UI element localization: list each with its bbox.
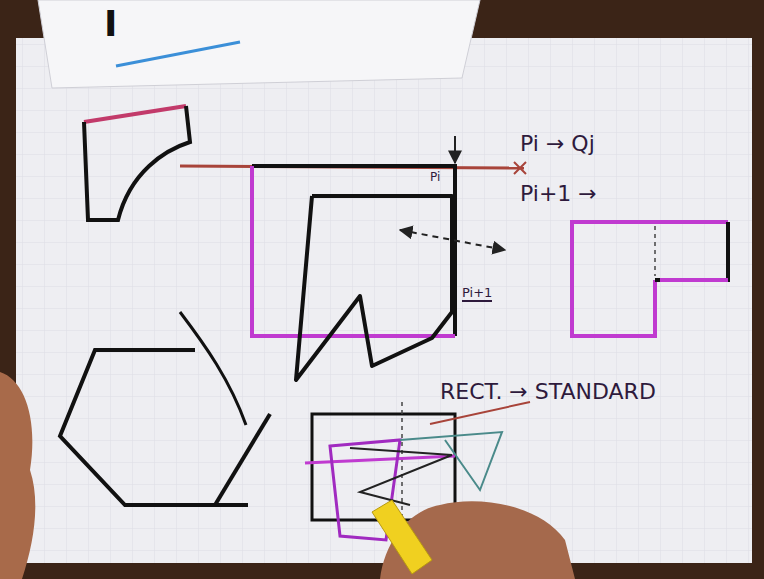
blue-stroke [116,42,240,66]
board-grid [16,38,752,563]
clip-rectangle [252,166,455,336]
down-arrow [454,136,456,163]
annotation: RECT. → STANDARD [440,380,656,404]
polygon-outline [84,106,190,220]
marker-pen [372,500,432,574]
annotation: Pi [430,171,440,184]
clip-rectangle-edge [252,166,455,336]
annotation: Pi → Qj [520,132,595,156]
l-shape-edge [572,222,728,336]
dashed-arrow [400,230,505,250]
dashed-divider [654,226,656,276]
polygon-edge [84,106,186,122]
whiteboard [16,38,752,563]
subject-polygon [296,196,452,380]
sketch-stroke [350,448,452,505]
annotation: Pi+1 [462,286,492,302]
cross-mark [514,162,526,174]
l-shape-outline [655,222,728,280]
hexagon [60,350,248,505]
l-shape-edge [660,278,728,282]
sketch-stroke [430,402,530,424]
annotation: Pi+1 → [520,182,597,206]
subject-polygon [400,432,502,490]
clip-line [180,312,246,425]
sheet-heading: I [104,4,117,44]
clip-line [215,414,270,505]
paper-sheet [38,0,480,88]
hand [0,372,35,579]
